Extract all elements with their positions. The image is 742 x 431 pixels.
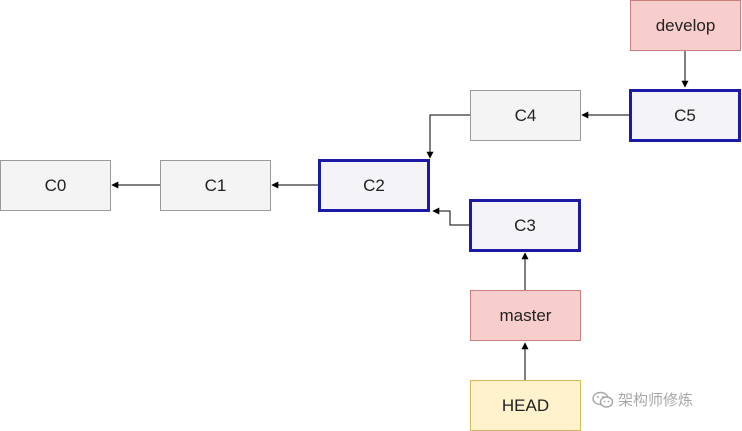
commit-c4: C4 <box>470 90 581 141</box>
watermark: 架构师修炼 <box>592 389 693 410</box>
commit-c0-label: C0 <box>44 175 67 195</box>
head-pointer: HEAD <box>470 380 581 431</box>
edge-c4-c2 <box>426 114 470 159</box>
wechat-icon <box>592 391 614 409</box>
branch-master: master <box>470 290 581 341</box>
commit-c3-label: C3 <box>514 215 536 235</box>
commit-c4-label: C4 <box>514 105 537 125</box>
edge-c3-c2 <box>432 207 470 226</box>
head-pointer-label: HEAD <box>501 395 550 415</box>
branch-develop: develop <box>630 0 741 51</box>
commit-c1-label: C1 <box>204 175 227 195</box>
watermark-text: 架构师修炼 <box>618 392 694 409</box>
commit-c1: C1 <box>160 160 271 211</box>
commit-c3: C3 <box>469 199 581 252</box>
commit-c2-label: C2 <box>363 175 385 195</box>
branch-develop-label: develop <box>655 15 716 35</box>
commit-c0: C0 <box>0 160 111 211</box>
commit-c5: C5 <box>629 89 741 142</box>
commit-c5-label: C5 <box>674 105 696 125</box>
branch-master-label: master <box>499 305 552 325</box>
commit-c2: C2 <box>318 159 430 212</box>
